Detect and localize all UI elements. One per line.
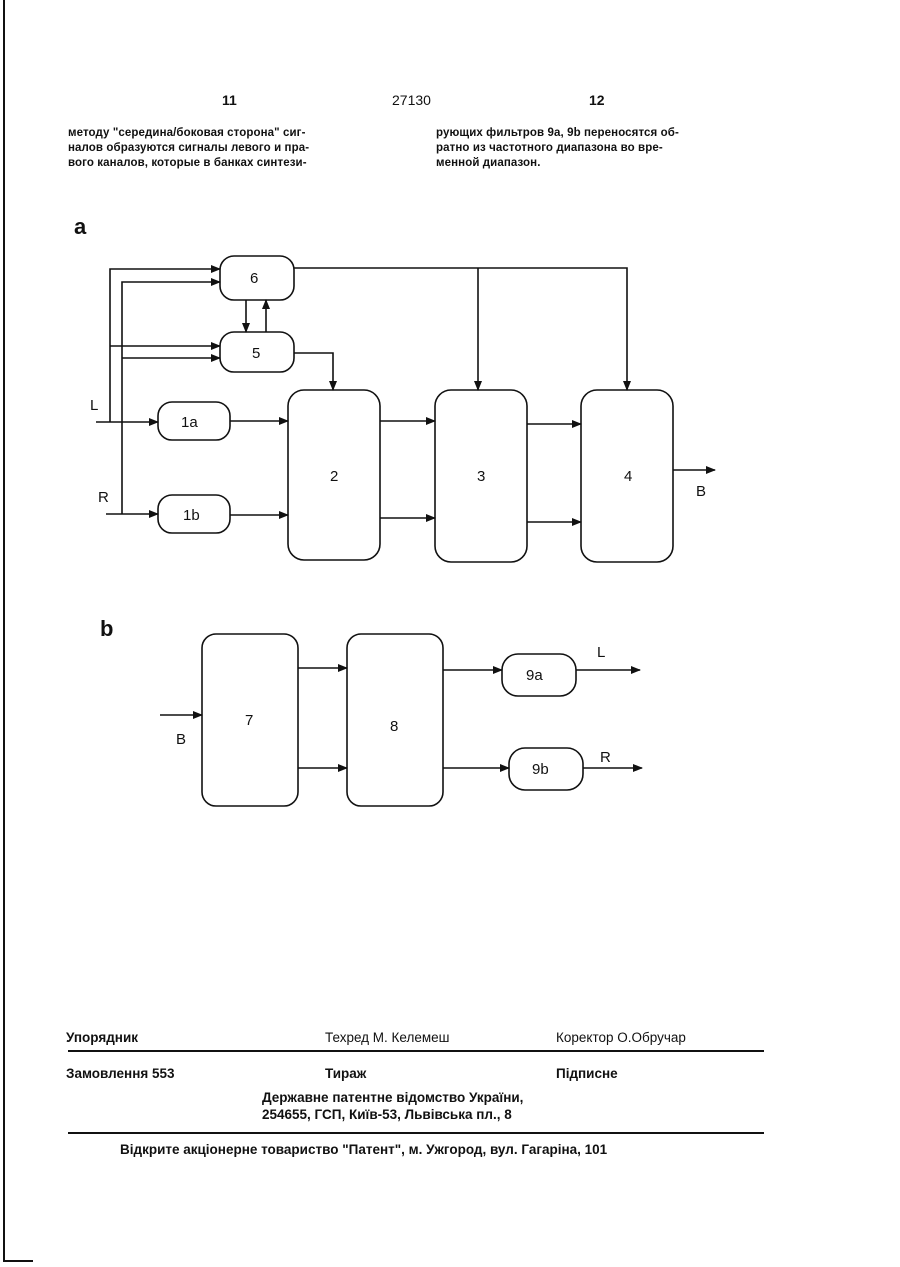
- footer-rule-top: [68, 1050, 764, 1052]
- figure-a-label: a: [74, 214, 87, 239]
- block-2-label: 2: [330, 468, 338, 485]
- output-b-label: B: [696, 483, 706, 500]
- page-border-bottom: [3, 1260, 33, 1262]
- block-4-label: 4: [624, 468, 632, 485]
- footer-circulation: Тираж: [325, 1066, 366, 1081]
- input-l-label: L: [90, 397, 98, 414]
- footer-subscription: Підписне: [556, 1066, 618, 1081]
- output-l-label: L: [597, 644, 605, 661]
- footer-order: Замовлення 553: [66, 1066, 175, 1081]
- block-1a-label: 1a: [181, 414, 198, 431]
- input-b-label: B: [176, 731, 186, 748]
- block-9a-label: 9a: [526, 667, 543, 684]
- footer-techred: Техред М. Келемеш: [325, 1030, 449, 1045]
- block-3-label: 3: [477, 468, 485, 485]
- block-8-label: 8: [390, 718, 398, 735]
- block-9b-label: 9b: [532, 761, 549, 778]
- footer-compiler: Упорядник: [66, 1030, 138, 1045]
- footer-office-line2: 254655, ГСП, Київ-53, Львівська пл., 8: [262, 1107, 512, 1122]
- block-7-label: 7: [245, 712, 253, 729]
- block-diagrams: a 6 5 1a 1b 2 3 4 L R B b 7 8 9a 9b B L …: [0, 0, 900, 900]
- figure-b-label: b: [100, 616, 113, 641]
- footer-rule-bottom: [68, 1132, 764, 1134]
- block-1b-label: 1b: [183, 507, 200, 524]
- block-5-label: 5: [252, 345, 260, 362]
- input-r-label: R: [98, 489, 109, 506]
- footer-office-line1: Державне патентне відомство України,: [262, 1090, 523, 1105]
- footer-publisher: Відкрите акціонерне товариство "Патент",…: [120, 1142, 607, 1157]
- block-6-label: 6: [250, 270, 258, 287]
- output-r-label: R: [600, 749, 611, 766]
- footer-corrector: Коректор О.Обручар: [556, 1030, 686, 1045]
